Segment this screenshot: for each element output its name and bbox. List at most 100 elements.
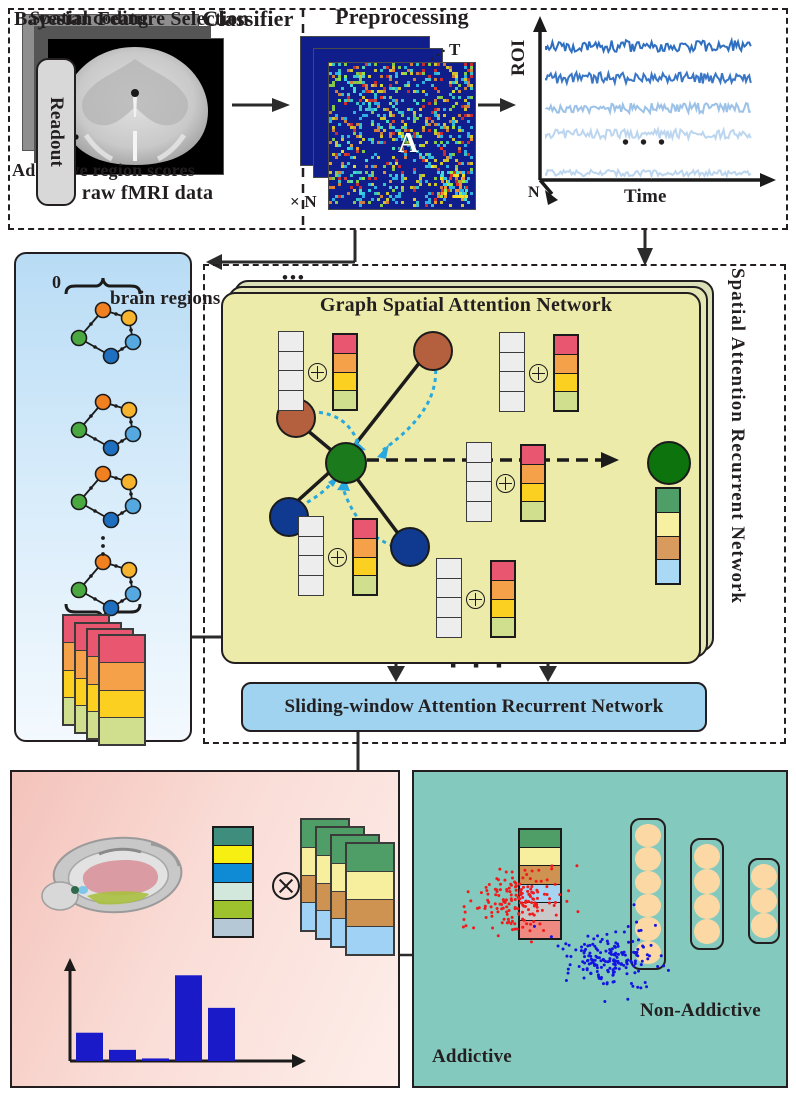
scatter-point-non-addictive bbox=[599, 940, 603, 944]
class-label-addictive: Addictive bbox=[432, 1046, 512, 1067]
scatter-point-non-addictive bbox=[626, 997, 630, 1001]
feature-cell bbox=[522, 464, 544, 484]
spatial-coding-title: Spatial coding bbox=[29, 8, 149, 29]
scatter-point-addictive bbox=[531, 897, 535, 901]
scatter-point-non-addictive bbox=[625, 962, 629, 966]
graph-node-center-green bbox=[325, 442, 367, 484]
timeseries-xlabel: Time bbox=[624, 186, 667, 207]
scatter-point-addictive bbox=[518, 882, 522, 886]
scatter-point-addictive bbox=[528, 929, 532, 933]
bayesian-mask-cell bbox=[214, 882, 252, 901]
scatter-point-addictive bbox=[511, 928, 515, 932]
neuron bbox=[694, 919, 720, 944]
scatter-point-non-addictive bbox=[609, 949, 613, 953]
scatter-point-non-addictive bbox=[611, 959, 615, 963]
scatter-point-addictive bbox=[510, 898, 514, 902]
scatter-point-addictive bbox=[505, 921, 509, 925]
neuron bbox=[694, 869, 720, 894]
feature-cell bbox=[466, 461, 492, 483]
scatter-point-non-addictive bbox=[633, 959, 637, 963]
classifier-feature-cell bbox=[520, 902, 560, 921]
bar-chart-ellipsis: ••• bbox=[282, 268, 306, 287]
scatter-point-addictive bbox=[503, 878, 507, 882]
scatter-point-non-addictive bbox=[649, 943, 653, 947]
feature-cell bbox=[354, 557, 376, 577]
scatter-point-non-addictive bbox=[622, 930, 626, 934]
classifier-feature-cell bbox=[520, 830, 560, 849]
scatter-point-addictive bbox=[469, 899, 473, 903]
scatter-point-addictive bbox=[498, 867, 502, 871]
scatter-point-addictive bbox=[510, 870, 514, 874]
scatter-point-non-addictive bbox=[623, 953, 627, 957]
sarn-vertical-title: Spatial Attention Recurrent Network bbox=[727, 268, 748, 604]
scatter-point-addictive bbox=[502, 917, 506, 921]
scatter-point-addictive bbox=[505, 905, 509, 909]
scatter-point-addictive bbox=[486, 892, 490, 896]
scatter-point-non-addictive bbox=[610, 947, 614, 951]
scatter-point-addictive bbox=[513, 927, 517, 931]
scatter-point-non-addictive bbox=[653, 923, 657, 927]
scatter-point-addictive bbox=[505, 910, 509, 914]
scatter-point-addictive bbox=[538, 922, 542, 926]
feature-cell bbox=[492, 580, 514, 600]
scatter-point-addictive bbox=[475, 906, 479, 910]
feature-cell bbox=[298, 535, 324, 557]
scatter-point-addictive bbox=[518, 901, 522, 905]
feature-cell bbox=[278, 350, 304, 372]
spatial-coding-panel bbox=[14, 252, 192, 742]
scatter-point-addictive bbox=[499, 882, 503, 886]
scatter-point-addictive bbox=[545, 892, 549, 896]
neuron bbox=[635, 824, 661, 848]
feature-cell bbox=[278, 331, 304, 353]
bayesian-mask-cell bbox=[214, 900, 252, 919]
scatter-point-non-addictive bbox=[616, 952, 620, 956]
scatter-point-non-addictive bbox=[636, 985, 640, 989]
scatter-point-addictive bbox=[553, 882, 557, 886]
bayesian-feature-band bbox=[347, 899, 393, 928]
scatter-point-addictive bbox=[483, 907, 487, 911]
bar-chart-x-label: brain regions bbox=[110, 288, 221, 309]
scatter-point-addictive bbox=[575, 864, 579, 868]
scatter-point-non-addictive bbox=[659, 954, 663, 958]
feature-concat-icon bbox=[466, 590, 485, 609]
scatter-point-addictive bbox=[535, 896, 539, 900]
scatter-point-non-addictive bbox=[599, 965, 603, 969]
feature-cell bbox=[354, 576, 376, 594]
brain-atlas-image bbox=[41, 836, 183, 914]
scatter-point-addictive bbox=[490, 914, 494, 918]
scatter-point-addictive bbox=[510, 915, 514, 919]
scatter-point-non-addictive bbox=[656, 965, 660, 969]
feature-concat-icon bbox=[308, 363, 327, 382]
feature-cell bbox=[298, 574, 324, 596]
scatter-point-addictive bbox=[524, 901, 528, 905]
scatter-point-non-addictive bbox=[632, 903, 636, 907]
scatter-point-non-addictive bbox=[611, 973, 615, 977]
neuron bbox=[694, 844, 720, 869]
classifier-layer-3 bbox=[748, 858, 780, 944]
scatter-point-addictive bbox=[509, 922, 513, 926]
scatter-point-addictive bbox=[510, 876, 514, 880]
scatter-point-non-addictive bbox=[631, 939, 635, 943]
scatter-point-non-addictive bbox=[612, 980, 616, 984]
feature-cell bbox=[436, 616, 462, 638]
scatter-point-addictive bbox=[510, 919, 514, 923]
scatter-point-addictive bbox=[523, 905, 527, 909]
gsan-title: Graph Spatial Attention Network bbox=[319, 294, 613, 316]
scatter-point-non-addictive bbox=[579, 949, 583, 953]
scatter-point-non-addictive bbox=[565, 954, 569, 958]
classifier-scatter-plot bbox=[461, 864, 670, 1004]
classifier-panel bbox=[412, 770, 788, 1088]
scatter-point-addictive bbox=[509, 882, 513, 886]
roi-timeseries-panel: ROI Time N • • • bbox=[508, 8, 780, 213]
scatter-point-addictive bbox=[523, 868, 527, 872]
scatter-point-addictive bbox=[525, 872, 529, 876]
feature-cell bbox=[334, 372, 356, 392]
timeseries-plot bbox=[533, 16, 776, 205]
scatter-point-non-addictive bbox=[615, 955, 619, 959]
scatter-point-addictive bbox=[525, 922, 529, 926]
scatter-point-addictive bbox=[500, 921, 504, 925]
scatter-point-addictive bbox=[466, 890, 470, 894]
scatter-point-addictive bbox=[540, 908, 544, 912]
scatter-point-non-addictive bbox=[593, 944, 597, 948]
scatter-point-addictive bbox=[495, 907, 499, 911]
